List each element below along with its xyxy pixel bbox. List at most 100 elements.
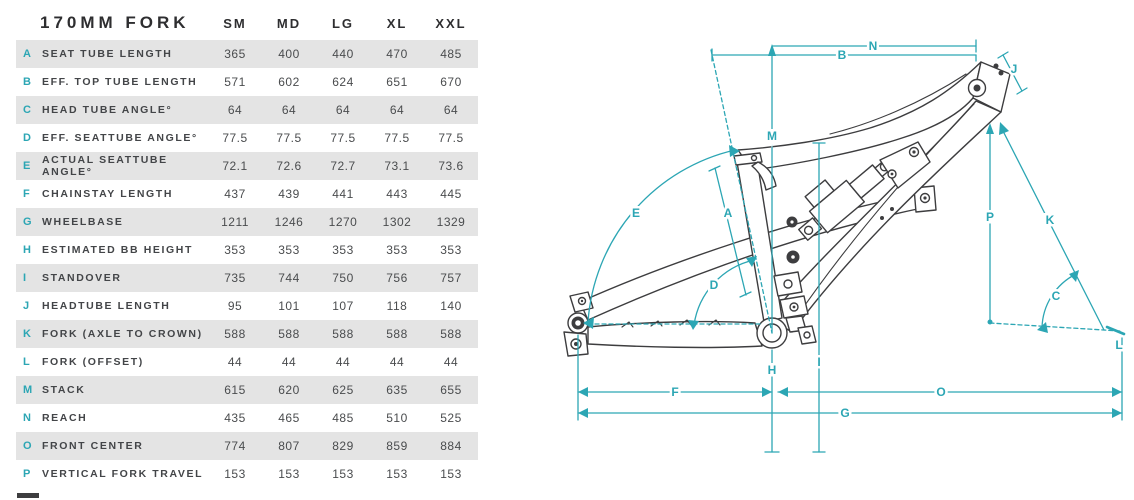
row-value: 435	[224, 411, 246, 425]
row-label: STACK	[42, 384, 86, 396]
row-key: B	[23, 76, 31, 88]
row-value: 750	[332, 271, 354, 285]
row-value: 140	[440, 299, 462, 313]
row-value: 353	[386, 243, 408, 257]
row-key: M	[23, 384, 33, 396]
row-value: 107	[332, 299, 354, 313]
row-value: 571	[224, 75, 246, 89]
row-value: 72.7	[330, 159, 356, 173]
row-value: 510	[386, 411, 408, 425]
row-value: 774	[224, 439, 246, 453]
row-value: 615	[224, 383, 246, 397]
dimension-label-O: O	[936, 385, 945, 399]
row-value: 1211	[221, 215, 249, 229]
row-key: L	[23, 356, 30, 368]
dimension-label-F: F	[671, 385, 678, 399]
row-value: 73.1	[384, 159, 410, 173]
row-value: 602	[278, 75, 300, 89]
size-column-header: MD	[276, 15, 302, 31]
row-value: 439	[278, 187, 300, 201]
row-value: 655	[440, 383, 462, 397]
row-value: 77.5	[438, 131, 464, 145]
row-value: 757	[440, 271, 462, 285]
row-value: 445	[440, 187, 462, 201]
row-value: 588	[278, 327, 300, 341]
row-value: 64	[335, 103, 351, 117]
row-value: 44	[443, 355, 459, 369]
row-value: 353	[440, 243, 462, 257]
row-value: 829	[332, 439, 354, 453]
row-label: EFF. TOP TUBE LENGTH	[42, 76, 198, 88]
row-value: 440	[332, 47, 354, 61]
row-value: 365	[224, 47, 246, 61]
row-value: 465	[278, 411, 300, 425]
row-key: A	[23, 48, 31, 60]
row-key: I	[23, 272, 27, 284]
row-key: P	[23, 468, 31, 480]
row-value: 437	[224, 187, 246, 201]
row-value: 635	[386, 383, 408, 397]
row-value: 735	[224, 271, 246, 285]
row-value: 588	[224, 327, 246, 341]
row-value: 744	[278, 271, 300, 285]
row-key: O	[23, 440, 32, 452]
row-value: 624	[332, 75, 354, 89]
row-key: F	[23, 188, 30, 200]
size-column-header: LG	[331, 15, 355, 31]
row-value: 73.6	[438, 159, 464, 173]
row-value: 153	[440, 467, 462, 481]
row-label: ESTIMATED BB HEIGHT	[42, 244, 193, 256]
row-label: STANDOVER	[42, 272, 122, 284]
row-value: 859	[386, 439, 408, 453]
row-label: HEAD TUBE ANGLE°	[42, 104, 173, 116]
row-key: N	[23, 412, 31, 424]
dimension-label-E: E	[632, 206, 640, 220]
row-value: 588	[332, 327, 354, 341]
row-value: 670	[440, 75, 462, 89]
row-value: 400	[278, 47, 300, 61]
row-value: 485	[332, 411, 354, 425]
row-value: 353	[278, 243, 300, 257]
row-label: REACH	[42, 412, 88, 424]
size-column-header: SM	[223, 15, 247, 31]
dimension-lines	[577, 39, 1126, 453]
size-column-header: XL	[386, 15, 408, 31]
row-key: C	[23, 104, 31, 116]
dimension-label-I: I	[817, 355, 820, 369]
row-label: FRONT CENTER	[42, 440, 144, 452]
row-value: 64	[389, 103, 405, 117]
dimension-label-G: G	[840, 406, 849, 420]
row-value: 1329	[436, 215, 466, 229]
row-value: 44	[389, 355, 405, 369]
dimension-label-A: A	[724, 206, 733, 220]
row-value: 72.6	[276, 159, 302, 173]
row-label: CHAINSTAY LENGTH	[42, 188, 173, 200]
row-value: 153	[386, 467, 408, 481]
dimension-label-M: M	[767, 129, 777, 143]
size-column-header: XXL	[435, 15, 467, 31]
row-key: H	[23, 244, 31, 256]
row-value: 1302	[382, 215, 412, 229]
dimension-label-D: D	[710, 278, 719, 292]
row-value: 625	[332, 383, 354, 397]
